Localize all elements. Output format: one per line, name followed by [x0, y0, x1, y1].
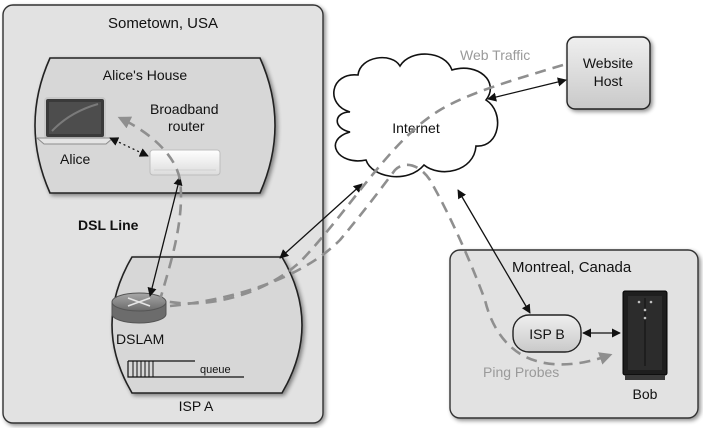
- ping-probes-label: Ping Probes: [483, 364, 559, 380]
- website-host-label-line2: Host: [594, 73, 623, 89]
- isp-a-label: ISP A: [179, 398, 214, 414]
- cloud-dslam-link: [279, 183, 363, 259]
- alice-label: Alice: [60, 151, 91, 167]
- ping-probes-path: [169, 163, 613, 366]
- cloud-icon: [333, 53, 499, 178]
- laptop-icon: [35, 97, 115, 145]
- queue-label: queue: [200, 364, 231, 376]
- isp-b-box: [512, 314, 582, 353]
- dsl-line-label: DSL Line: [78, 217, 139, 233]
- broadband-router-label-line2: router: [168, 118, 205, 134]
- bob-label: Bob: [633, 386, 658, 402]
- dslam-label: DSLAM: [116, 331, 164, 347]
- website-host-box: [566, 36, 651, 110]
- dslam-icon: [111, 292, 167, 324]
- dsl-line-link: [147, 176, 183, 297]
- website-host-label-line1: Website: [583, 55, 634, 71]
- cloud-website-link: [487, 77, 567, 102]
- internet-label: Internet: [392, 120, 440, 136]
- cloud-ispb-link: [457, 189, 531, 314]
- alice-house-label: Alice's House: [103, 67, 188, 83]
- isp-b-label: ISP B: [529, 326, 565, 342]
- region-sometown-label: Sometown, USA: [108, 15, 218, 32]
- web-traffic-label: Web Traffic: [460, 47, 530, 63]
- broadband-router-label-line1: Broadband: [150, 101, 219, 117]
- server-rack-icon: [622, 290, 668, 380]
- queue-icon: [127, 360, 244, 378]
- region-montreal-label: Montreal, Canada: [512, 259, 632, 276]
- laptop-router-link: [109, 137, 149, 157]
- router-icon: [149, 149, 221, 176]
